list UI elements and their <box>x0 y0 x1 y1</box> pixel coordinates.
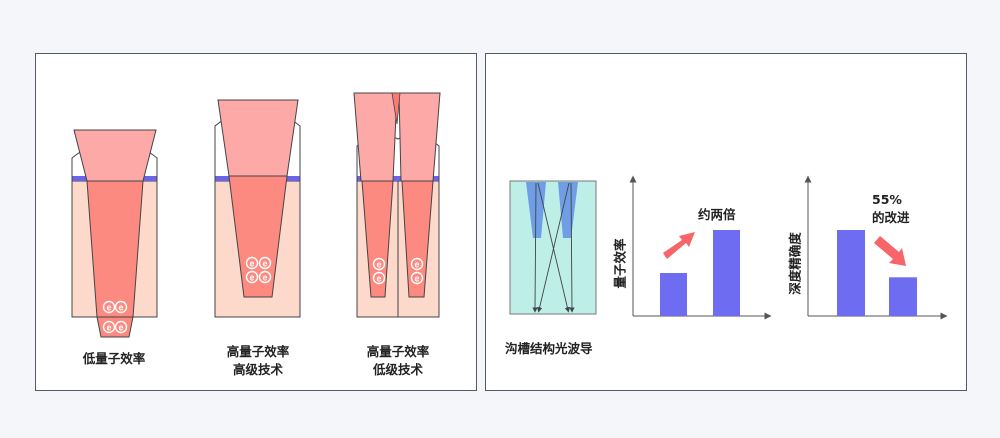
micro-lens <box>73 129 157 182</box>
waveguide-caption: 沟槽结构光波导 <box>505 341 593 356</box>
micro-lens-right <box>398 92 441 182</box>
right-diagrams <box>509 175 948 320</box>
annotation-line1: 55% <box>872 192 902 207</box>
down-arrow <box>874 236 906 266</box>
light-cone <box>228 175 288 298</box>
chart-depth-ylabel: 深度精确度 <box>787 232 803 295</box>
caption-line2: 高级技术 <box>232 362 283 377</box>
micro-lens-left <box>353 92 398 182</box>
right-panel: 沟槽结构光波导 量子效率 约两倍 深度精确度 55% 的改进 <box>485 53 967 391</box>
chart-qe-annotation: 约两倍 <box>698 207 736 222</box>
caption-line1: 高量子效率 <box>366 344 430 359</box>
caption-line2: 低级技术 <box>372 362 423 377</box>
micro-lens <box>217 99 299 177</box>
chart-depth-annotation: 55% 的改进 <box>872 191 910 227</box>
chart-qe <box>629 175 772 320</box>
light-rays <box>532 182 575 313</box>
pixel-low-qe <box>71 129 158 338</box>
caption-line1: 低量子效率 <box>82 351 146 366</box>
up-arrow <box>663 232 695 259</box>
lens-gap <box>391 92 401 125</box>
chart-qe-ylabel: 量子效率 <box>612 238 628 289</box>
bars <box>837 230 917 316</box>
caption-pixel-low-qe: 低量子效率 <box>62 350 166 368</box>
light-cone-right <box>401 180 434 298</box>
chart-depth <box>804 175 948 320</box>
bar-1 <box>837 230 865 316</box>
light-cone <box>86 180 144 318</box>
caption-pixel-high-qe-advanced: 高量子效率 高级技术 <box>206 343 310 379</box>
light-cone-left <box>361 180 394 298</box>
pixel-high-qe-advanced <box>214 99 301 318</box>
pixel-high-qe-basic <box>353 92 441 318</box>
left-panel: e <box>35 53 477 391</box>
bar-2 <box>889 277 917 316</box>
filter-bar <box>357 176 439 181</box>
bars <box>660 230 740 316</box>
pixel-diagrams: e <box>71 92 441 338</box>
bar-1 <box>660 273 687 316</box>
trench-waveguide <box>509 180 597 315</box>
caption-pixel-high-qe-basic: 高量子效率 低级技术 <box>346 343 450 379</box>
annotation-line2: 的改进 <box>872 210 910 225</box>
caption-line1: 高量子效率 <box>226 344 290 359</box>
bar-2 <box>713 230 740 316</box>
trench-right <box>558 182 578 238</box>
